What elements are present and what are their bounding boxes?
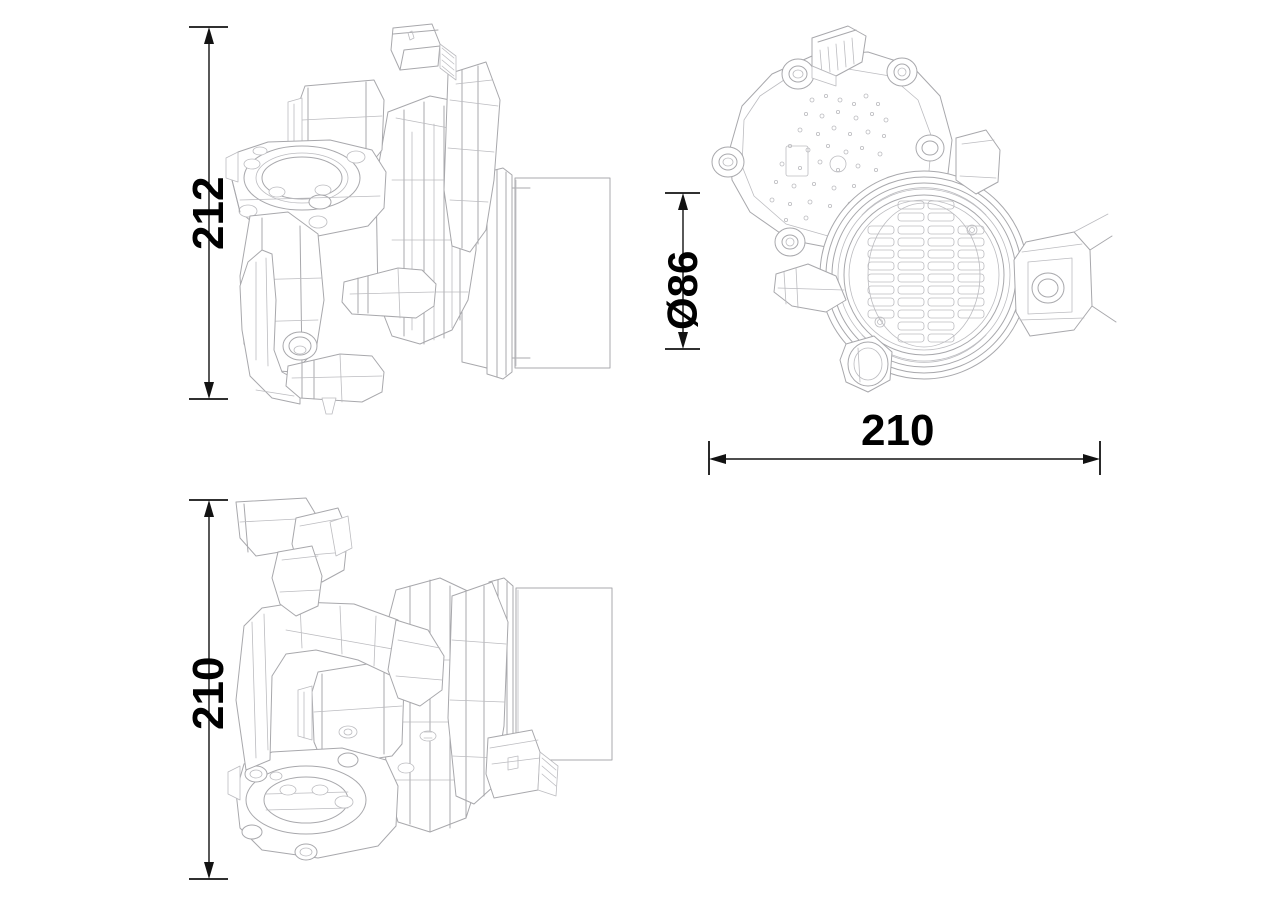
outlet-spigot-plan	[839, 335, 893, 393]
dimension-210-vertical-geometry	[189, 499, 228, 880]
mounting-flange-rear	[227, 747, 399, 861]
sensor-connector-front	[390, 23, 457, 81]
fastener-details-rear	[338, 725, 437, 774]
dimension-210-horizontal-geometry	[708, 441, 1101, 475]
hose-elbow-rear	[387, 619, 445, 707]
electrical-connector-plan	[811, 25, 867, 87]
heat-exchanger-tube-grid	[867, 200, 985, 343]
mounting-flange-front	[225, 139, 387, 237]
side-bracket-plan	[1013, 213, 1116, 337]
view-front-elevation	[225, 23, 611, 415]
hose-stub-mid-front	[341, 267, 437, 319]
motor-housing-rear	[297, 659, 405, 767]
dimension-label-210-height: 210	[184, 656, 233, 730]
clamp-boss-upper-front	[252, 146, 268, 156]
dimension-label-210-width: 210	[861, 406, 935, 455]
dimension-212-geometry	[189, 26, 228, 400]
mount-tab-plan	[955, 129, 1001, 195]
sensor-bracket-rear	[235, 497, 353, 617]
cooler-drum-plan	[819, 170, 1029, 380]
view-rear-elevation	[227, 497, 613, 861]
hose-stub-low-front	[285, 353, 385, 415]
coolant-hose-rear	[235, 601, 417, 771]
dimension-diameter-86-geometry	[665, 192, 700, 350]
connector-module-rear	[485, 729, 559, 799]
inlet-neck-plan	[773, 263, 847, 313]
clamp-boss-front	[282, 331, 318, 361]
dimension-label-diameter-86: Ø86	[659, 250, 706, 330]
view-plan	[711, 25, 1116, 393]
dimension-label-212: 212	[184, 176, 233, 250]
actuator-housing-front	[443, 61, 501, 253]
